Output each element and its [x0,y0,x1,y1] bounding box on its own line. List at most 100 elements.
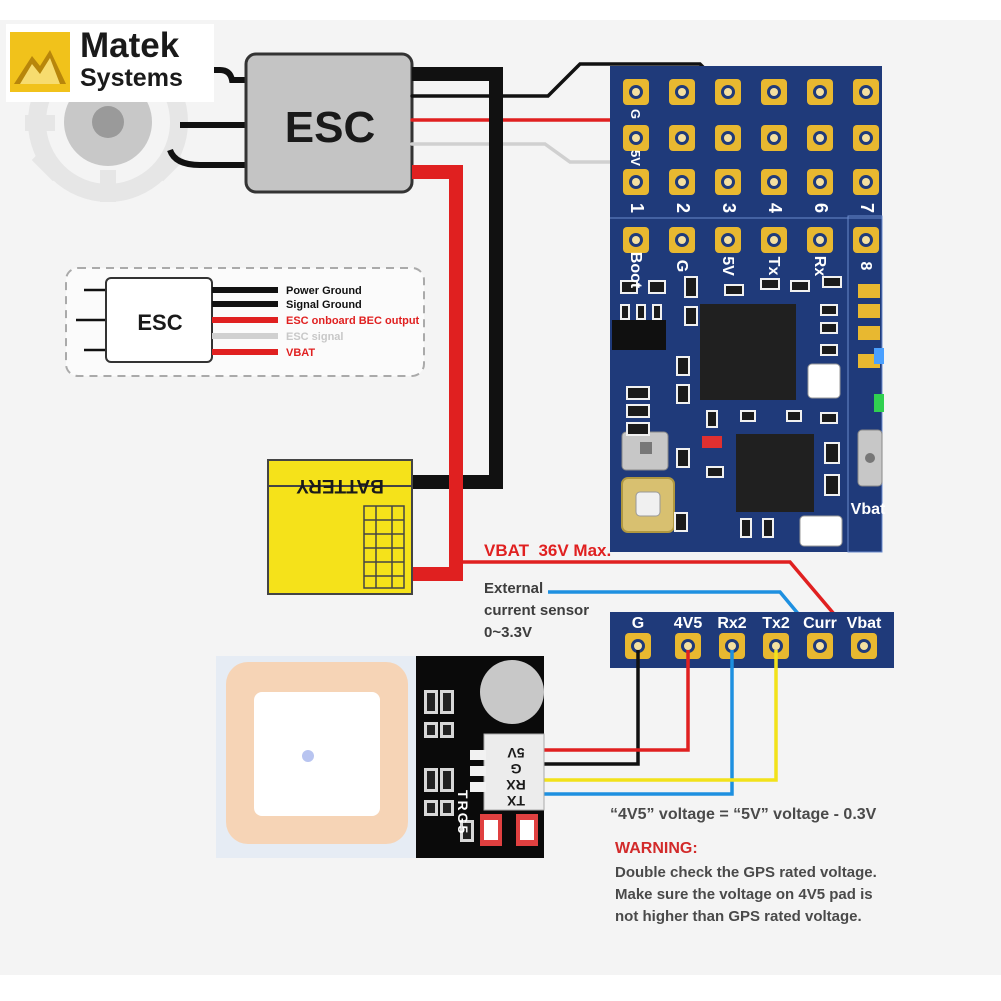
brand-logo: Matek Systems [6,24,214,102]
fc-col-label-6: 7 [857,203,877,213]
fc-pad-r3-c2 [669,169,695,195]
gps-pin-label-3: RX [506,777,526,793]
bottom-pad-label-6: Vbat [847,615,882,632]
external-sensor-note: External current sensor 0~3.3V [484,578,589,644]
led-green [874,394,884,412]
warning-title: WARNING: [615,840,698,857]
baro-sensor [807,363,841,399]
motor-wires [150,67,248,168]
bottom-pad-2 [675,633,701,659]
fc-row-label-g: G [628,109,643,119]
fc-col-label-1: 1 [627,203,647,213]
gps-silk-label: TRG5 [455,790,471,835]
uart-pad-2 [669,227,695,253]
mcu-chip [700,304,796,400]
uart-label-5: Rx [811,256,828,277]
gps-pin-label-1: 5V [507,745,525,761]
uart-label-1: Boot [627,252,644,289]
gps-module [216,656,545,858]
bottom-pad-label-1: G [632,615,644,632]
uart-pad-5 [807,227,833,253]
imu-chip [736,434,814,512]
external-sensor-line3: 0~3.3V [484,624,532,641]
fc-pad-r3-c4 [761,169,787,195]
bottom-pad-5 [807,633,833,659]
uart-label-3: 5V [719,256,736,276]
led-blue [874,348,884,364]
legend-label-1: Power Ground [286,285,362,297]
fc-pad-r1-c6 [853,79,879,105]
fc-pad-r3-c5 [807,169,833,195]
fc-pad-r1-c2 [669,79,695,105]
legend-label-5: VBAT [286,347,315,359]
fc-pad-grid [623,79,880,368]
crystal [799,515,843,547]
esc-title: ESC [285,103,375,152]
brand-line2: Systems [80,64,183,92]
fc-pad-8 [853,227,879,253]
bottom-pad-label-4: Tx2 [762,615,790,632]
external-sensor-line2: current sensor [484,602,590,619]
fc-col-label-2: 2 [673,203,693,213]
legend-esc-title: ESC [137,310,182,335]
legend-esc-motor-wires [76,288,108,352]
fc-pad-r2-c2 [669,125,695,151]
fc-col-label-3: 3 [719,203,739,213]
fc-pad8-label: 8 [857,262,874,271]
gps-wires [542,650,778,796]
legend-label-2: Signal Ground [286,299,362,311]
fc-pad-r2-c5 [807,125,833,151]
legend-label-4: ESC signal [286,331,343,343]
fc-pad-r3-c3 [715,169,741,195]
side-pad-1 [858,284,880,298]
regulator-chip [612,320,666,350]
bottom-header-strip [610,612,894,668]
bottom-pad-6 [851,633,877,659]
gps-smd-parts [424,690,474,842]
warning-line-2: Make sure the voltage on 4V5 pad is [615,886,873,903]
fc-pad-r1-c4 [761,79,787,105]
gps-pin-label-4: TX [506,793,525,809]
legend-label-3: ESC onboard BEC output [286,315,420,327]
vbat-max-label: VBAT 36V Max. [484,541,611,560]
power-cables [412,67,503,581]
battery-label: BATTERY [296,475,384,496]
side-pad-2 [858,304,880,318]
battery-label-band [267,459,413,487]
fc-col-label-4: 4 [765,203,785,213]
fc-pad-r1-c3 [715,79,741,105]
external-sensor-line1: External [484,580,544,597]
battery-connector [363,505,405,589]
fc-pad-r2-c4 [761,125,787,151]
bottom-pad-label-3: Rx2 [717,615,746,632]
bottom-pad-label-2: 4V5 [674,615,703,632]
uart-label-4: Tx [765,257,782,276]
uart-pad-1 [623,227,649,253]
bottom-pad-3 [719,633,745,659]
uart-label-2: G [673,260,690,272]
legend-wires [212,287,278,355]
bottom-pad-1 [625,633,651,659]
voltage-note: “4V5” voltage = “5V” voltage - 0.3V [610,806,877,823]
mountain-icon [10,32,70,92]
gps-pin-label-2: G [510,761,521,777]
bottom-pad-4 [763,633,789,659]
bottom-header-pads [625,633,877,659]
bottom-pad-label-5: Curr [803,615,837,632]
warning-line-3: not higher than GPS rated voltage. [615,908,862,925]
fc-pad-r3-c1 [623,169,649,195]
brand-line1: Matek [80,26,180,65]
esc-body [244,52,414,194]
fc-vbat-label: Vbat [851,501,886,518]
fc-pad-r1-c5 [807,79,833,105]
led-red [702,436,722,448]
fc-pad-r2-c3 [715,125,741,151]
fc-col-label-5: 6 [811,203,831,213]
uart-pad-3 [715,227,741,253]
fc-pad-r2-c6 [853,125,879,151]
